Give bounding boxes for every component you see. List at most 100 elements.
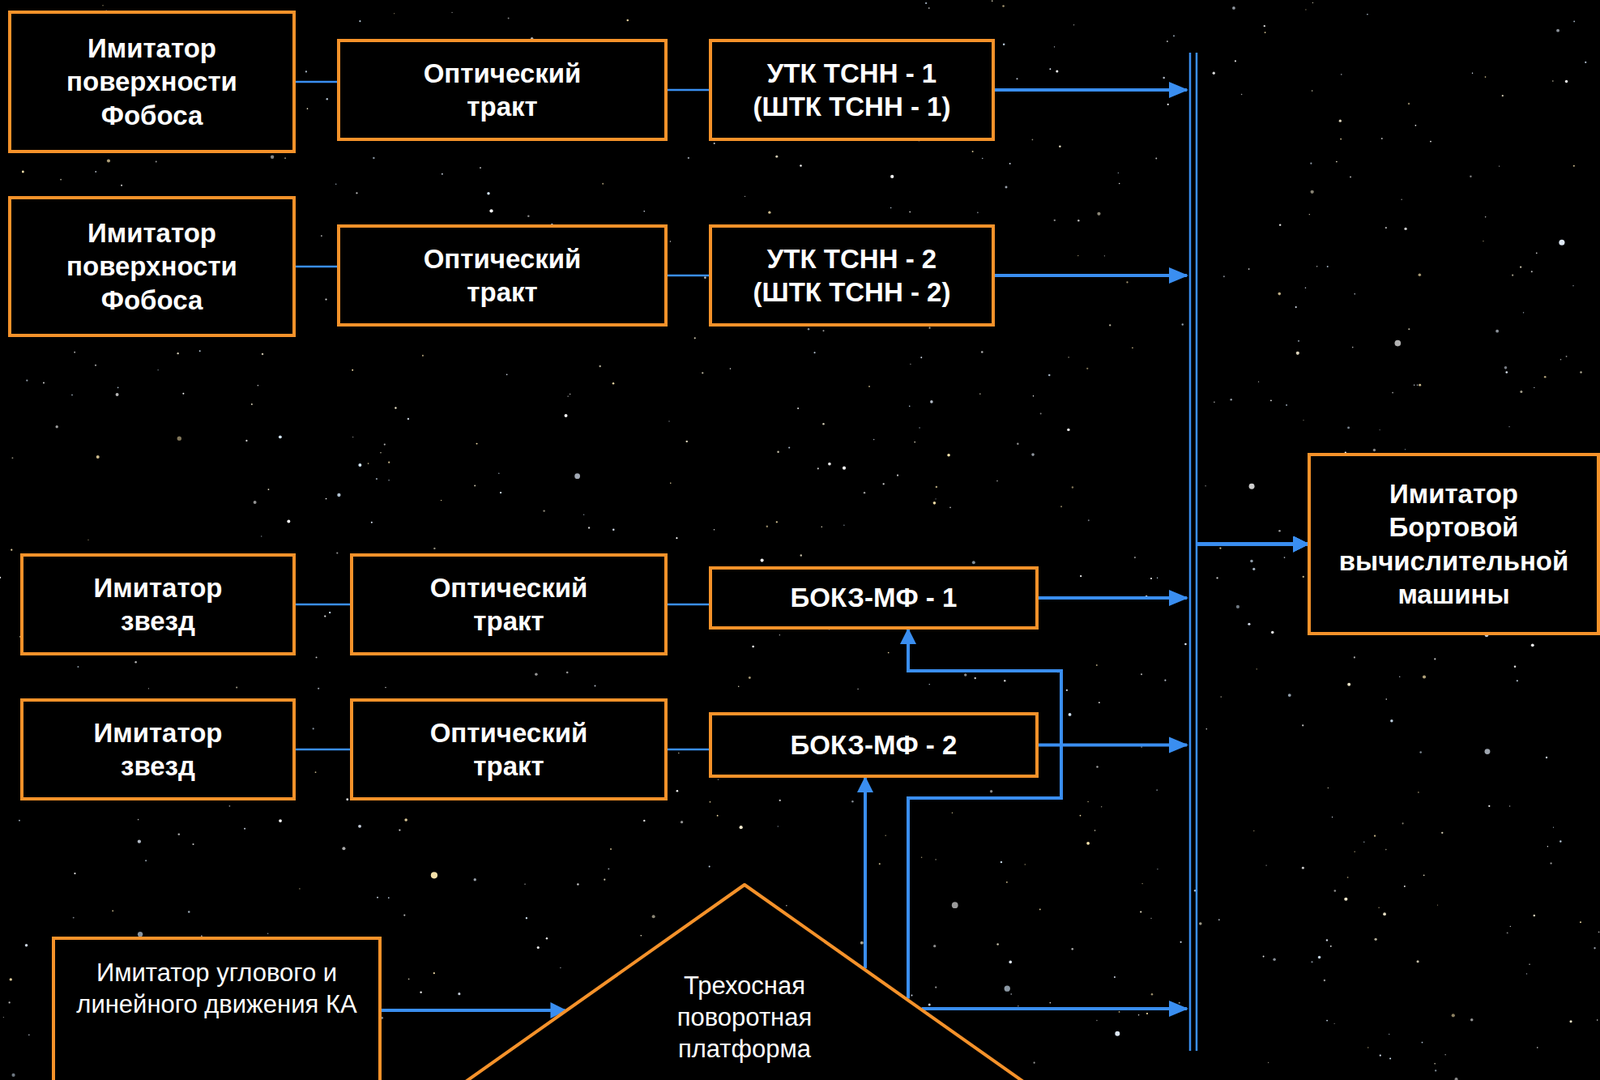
process-box: Имитатор Бортовой вычислительной машины	[1307, 452, 1600, 636]
star	[337, 493, 341, 497]
star	[1326, 938, 1328, 941]
star	[594, 685, 597, 687]
star	[1198, 921, 1203, 926]
star	[1363, 841, 1366, 844]
star	[1024, 863, 1027, 866]
star	[1381, 137, 1383, 140]
star	[148, 687, 150, 689]
star	[935, 486, 939, 489]
star	[1339, 119, 1342, 123]
star	[117, 387, 120, 389]
star	[1373, 938, 1377, 941]
star	[643, 210, 645, 213]
node-text: Имитатор звезд	[68, 571, 248, 639]
star	[612, 528, 615, 531]
star	[1098, 701, 1101, 704]
star	[106, 158, 111, 163]
star	[1437, 904, 1438, 905]
star	[1060, 505, 1063, 508]
star	[1470, 1018, 1474, 1022]
star	[1232, 6, 1236, 10]
star	[612, 382, 615, 385]
star	[1596, 1019, 1598, 1020]
star	[1016, 443, 1019, 445]
node-text: Оптический тракт	[411, 571, 606, 639]
star	[1556, 29, 1560, 33]
star	[1180, 941, 1182, 943]
star	[1139, 910, 1142, 913]
star	[1309, 213, 1310, 215]
star	[1569, 1019, 1572, 1023]
star	[8, 1001, 10, 1003]
star	[324, 298, 327, 300]
star	[1545, 756, 1548, 759]
star	[115, 392, 120, 397]
star	[1352, 346, 1354, 349]
star	[1417, 791, 1420, 794]
star	[1378, 906, 1380, 909]
star	[1278, 529, 1281, 533]
star	[1353, 293, 1356, 295]
star	[1508, 426, 1510, 427]
star	[887, 652, 890, 654]
star	[1347, 426, 1350, 429]
star	[177, 833, 180, 837]
star	[776, 520, 778, 523]
star	[1156, 789, 1158, 791]
star	[883, 482, 885, 485]
star	[1388, 1033, 1390, 1035]
star	[1301, 866, 1305, 870]
star	[576, 883, 580, 886]
star	[1385, 849, 1387, 851]
star	[1252, 567, 1255, 571]
star	[3, 1016, 5, 1018]
star	[601, 183, 604, 185]
star	[1373, 835, 1376, 837]
star	[379, 452, 382, 454]
star	[176, 352, 179, 355]
star	[713, 142, 716, 145]
star	[1353, 656, 1356, 658]
star	[1219, 546, 1221, 549]
star	[87, 539, 89, 541]
star	[1131, 346, 1134, 349]
star	[351, 369, 354, 372]
star	[419, 991, 423, 995]
node-text: (ШТК ТСНН - 2)	[753, 275, 952, 309]
star	[1173, 34, 1175, 37]
star	[1408, 328, 1410, 330]
star	[1444, 1053, 1447, 1056]
star	[738, 686, 739, 687]
star	[384, 686, 386, 688]
star	[863, 491, 866, 494]
star	[1118, 1011, 1121, 1013]
star	[1068, 712, 1072, 717]
star	[890, 174, 894, 179]
star	[433, 972, 436, 974]
star	[1265, 864, 1267, 866]
connector-line	[667, 274, 709, 278]
star	[951, 901, 959, 909]
star	[524, 883, 526, 885]
star	[1565, 355, 1568, 358]
star	[525, 917, 528, 919]
star	[1267, 1062, 1269, 1063]
star	[1526, 972, 1528, 974]
star	[1126, 281, 1128, 283]
triangle-shape	[449, 884, 1040, 1080]
star	[908, 211, 911, 214]
star	[822, 422, 824, 425]
star	[567, 395, 569, 397]
star	[1096, 664, 1098, 666]
star	[1403, 227, 1407, 231]
star	[1484, 748, 1491, 755]
connector-arrow	[863, 777, 867, 969]
star	[317, 687, 320, 690]
star	[713, 529, 715, 530]
star	[1086, 367, 1088, 370]
star	[1433, 1062, 1436, 1065]
star	[920, 356, 922, 359]
star	[1334, 889, 1337, 892]
star	[1331, 816, 1333, 818]
star	[73, 872, 76, 875]
